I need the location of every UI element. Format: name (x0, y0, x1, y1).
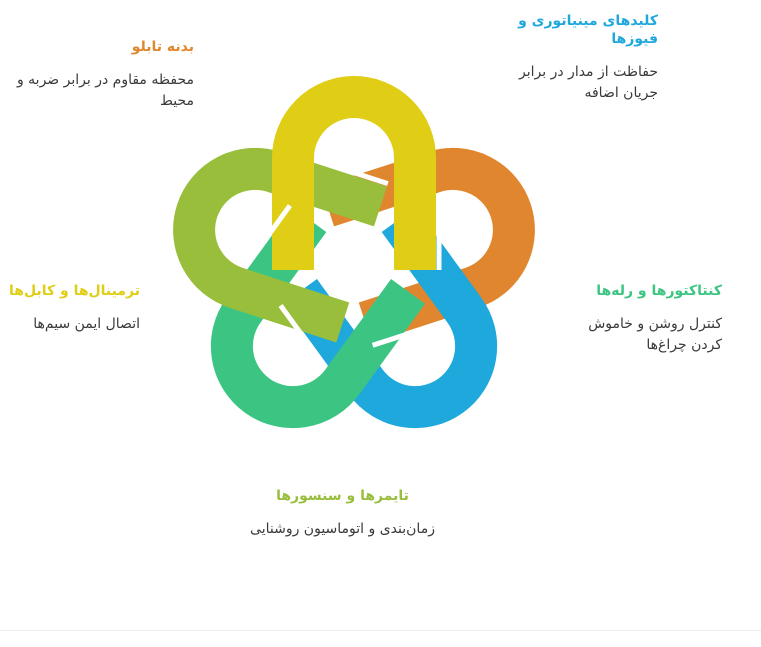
contactors-title: کنتاکتورها و رله‌ها (596, 283, 722, 299)
label-breakers-fuses: کلیدهای مینیاتوری و فیوزها حفاظت از مدار… (505, 12, 658, 104)
overlap-gap-contactors (259, 204, 292, 246)
loop-terminals (272, 76, 436, 270)
breakers-description: حفاظت از مدار در برابر جریان اضافه (519, 64, 658, 101)
bottom-divider (0, 630, 761, 631)
breakers-title: کلیدهای مینیاتوری و فیوزها (518, 13, 658, 47)
overlap-gap-breakers (278, 304, 311, 346)
label-timers-sensors: تایمرها و سنسورها زمان‌بندی و اتوماسیون … (250, 487, 435, 540)
terminals-description: اتصال ایمن سیم‌ها (33, 316, 140, 332)
timers-title: تایمرها و سنسورها (276, 488, 409, 504)
overlap-gap-timers (341, 166, 389, 187)
panel-title: بدنه تابلو (131, 39, 194, 55)
label-panel-body: بدنه تابلو محفظه مقاوم در برابر ضربه و م… (0, 38, 194, 112)
label-contactors-relays: کنتاکتورها و رله‌ها کنترل روشن و خاموش ک… (560, 282, 722, 356)
terminals-title: ترمینال‌ها و کابل‌ها (9, 283, 140, 299)
contactors-description: کنترل روشن و خاموش کردن چراغ‌ها (588, 316, 722, 353)
overlap-gap-panel (371, 328, 420, 348)
panel-description: محفظه مقاوم در برابر ضربه و محیط (16, 72, 194, 109)
timers-description: زمان‌بندی و اتوماسیون روشنایی (250, 521, 435, 537)
label-terminals-cables: ترمینال‌ها و کابل‌ها اتصال ایمن سیم‌ها (0, 282, 140, 335)
